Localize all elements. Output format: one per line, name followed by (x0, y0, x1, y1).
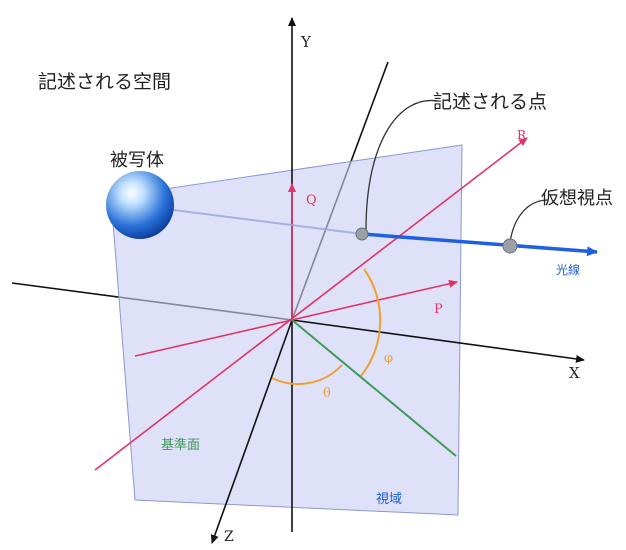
virtual-viewpoint-marker (502, 238, 518, 254)
axis-p-label: P (434, 302, 443, 317)
axis-r-label: R (517, 128, 527, 142)
x-axis (291, 319, 585, 363)
view-area-label: 視域 (376, 492, 402, 507)
axis-y-label: Y (300, 33, 312, 51)
virtual-viewpoint-label: 仮想視点 (541, 188, 613, 209)
p-axis (134, 279, 458, 357)
view-direction (291, 319, 457, 457)
light-ray-label: 光線 (556, 262, 580, 277)
theta-arc (271, 364, 343, 385)
r-axis (94, 137, 528, 471)
viewpoint-leader-line (509, 199, 549, 244)
subject-label: 被写体 (110, 150, 164, 171)
axis-x-label: X (569, 364, 580, 382)
axis-q-label: Q (306, 193, 317, 208)
z-axis (210, 319, 293, 544)
described-point-marker (355, 227, 369, 241)
space-label: 記述される空間 (38, 71, 171, 93)
point-leader-line (365, 99, 439, 231)
subject-sphere (106, 171, 174, 239)
phi-label: φ (384, 351, 393, 366)
described-point-label: 記述される点 (433, 91, 547, 113)
reference-plane (110, 144, 463, 516)
reference-plane-label: 基準面 (161, 437, 200, 453)
subject-ray (149, 206, 363, 235)
phi-arc (360, 268, 382, 377)
theta-label: θ (323, 386, 331, 401)
light-ray (361, 232, 598, 257)
axis-z-label: Z (224, 529, 234, 545)
